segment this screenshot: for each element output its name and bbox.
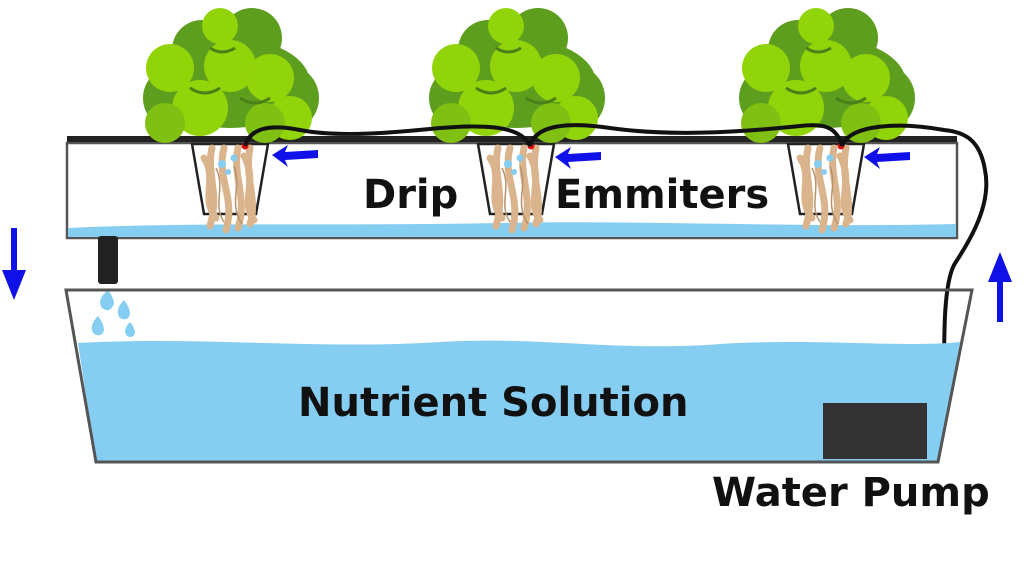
- arrow-down-icon: [2, 228, 26, 300]
- label-emitters: Emmiters: [555, 172, 770, 218]
- arrow-left-icon: [555, 147, 601, 169]
- drain-water-drops: [91, 290, 135, 337]
- reservoir-tank: [64, 288, 974, 464]
- arrow-up-icon: [988, 252, 1012, 322]
- reservoir-water: [78, 340, 960, 462]
- arrow-left-icon: [864, 147, 910, 169]
- drain-pipe: [98, 236, 118, 284]
- channel-lid: [67, 136, 957, 142]
- water-pump: [823, 403, 927, 459]
- label-nutrient-solution: Nutrient Solution: [298, 380, 689, 426]
- label-water-pump: Water Pump: [712, 470, 990, 516]
- arrow-left-icon: [272, 145, 318, 167]
- label-drip: Drip: [363, 172, 459, 218]
